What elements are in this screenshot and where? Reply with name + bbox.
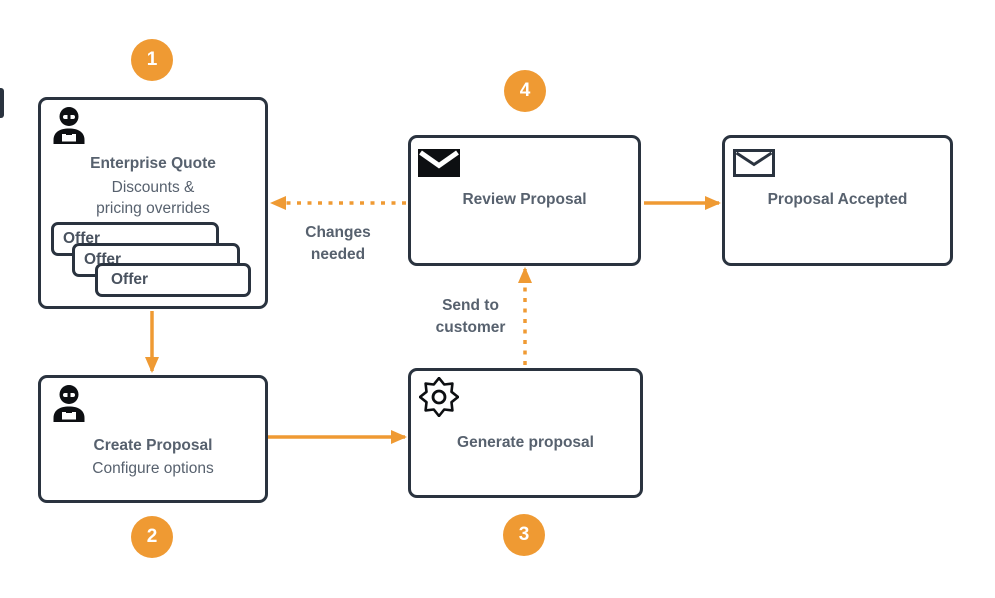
step-badge-3: 3 [503, 514, 545, 556]
node-create-proposal: Create Proposal Configure options [38, 375, 268, 503]
offer-label: Offer [111, 271, 149, 288]
node-proposal-accepted: Proposal Accepted [722, 135, 953, 266]
node-title: Review Proposal [462, 191, 587, 208]
node-title: Proposal Accepted [767, 191, 908, 208]
node-subtitle: Configure options [92, 460, 214, 477]
step-number: 3 [518, 524, 530, 545]
node-enterprise-quote: Enterprise Quote Discounts & pricing ove… [38, 97, 268, 309]
edge-label-send-to-customer: Send to customer [435, 297, 506, 336]
node-review-proposal: Review Proposal [408, 135, 641, 266]
envelope-filled-icon [418, 149, 460, 177]
step-number: 4 [519, 80, 531, 101]
person-icon [53, 107, 85, 144]
node-title: Generate proposal [457, 434, 594, 451]
step-badge-1: 1 [131, 39, 173, 81]
person-icon [53, 385, 85, 422]
envelope-outline-icon [733, 149, 775, 177]
edge-label-changes-needed: Changes needed [305, 224, 371, 263]
node-generate-proposal: Generate proposal [408, 368, 643, 498]
step-number: 2 [146, 526, 158, 547]
gear-icon [419, 377, 459, 417]
node-title: Enterprise Quote [90, 155, 216, 172]
offer-card: Offer [95, 263, 251, 297]
offer-label: Offer [63, 230, 101, 247]
step-badge-4: 4 [504, 70, 546, 112]
clipped-edge-shape [0, 88, 4, 118]
node-subtitle: Discounts & pricing overrides [96, 179, 210, 217]
node-title: Create Proposal [93, 437, 213, 454]
step-number: 1 [146, 49, 158, 70]
step-badge-2: 2 [131, 516, 173, 558]
